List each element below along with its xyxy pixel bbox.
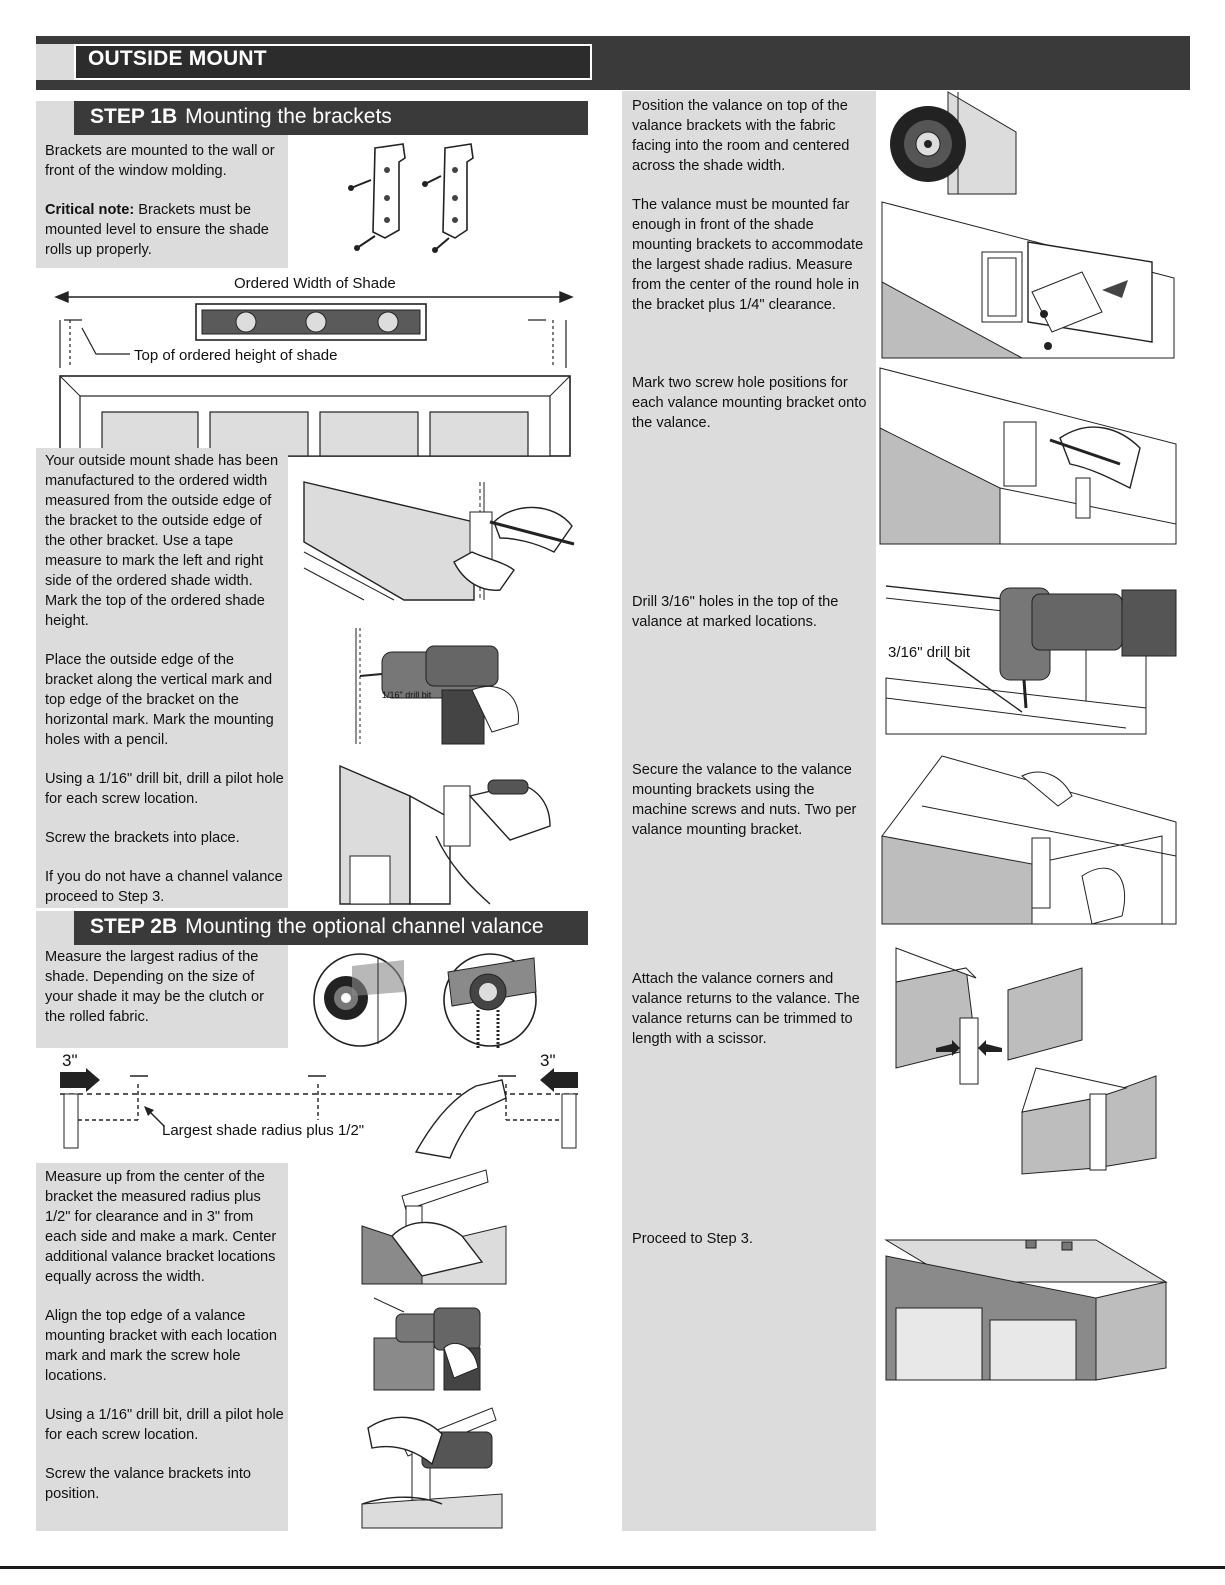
step-2b-header: STEP 2B Mounting the optional channel val… <box>36 911 588 945</box>
step-1b-instructions: Your outside mount shade has been manufa… <box>45 451 285 926</box>
valance-clearance-illustration <box>881 201 1175 359</box>
securing-valance-illustration <box>881 755 1177 925</box>
step-1b-header: STEP 1B Mounting the brackets <box>36 101 588 135</box>
valance-corners-and-returns-illustration <box>895 947 1157 1175</box>
left-distance-label: 3" <box>62 1051 78 1070</box>
step-1b-para-3: Using a 1/16" drill bit, drill a pilot h… <box>45 771 284 807</box>
drill-bit-label: 1/16" drill bit <box>382 690 432 700</box>
step-1b-para-1: Your outside mount shade has been manufa… <box>45 453 279 629</box>
step-1b-title: Mounting the brackets <box>185 105 392 128</box>
ordered-width-diagram <box>54 290 574 457</box>
right-instructions-panel <box>622 91 876 1531</box>
right-step-2: The valance must be mounted far enough i… <box>632 197 864 313</box>
critical-note-text: Brackets must be mounted level to ensure… <box>45 202 269 258</box>
step-1b-intro-panel <box>36 135 288 268</box>
step-2b-para-4: Screw the valance brackets into position… <box>45 1466 252 1502</box>
step-1b-instructions-panel <box>36 448 288 908</box>
shade-radius-illustration <box>313 953 537 1048</box>
step-1b-number: STEP 1B <box>90 105 178 128</box>
radius-clearance-label: Largest shade radius plus 1/2" <box>162 1122 365 1139</box>
critical-note-label: Critical note: <box>45 202 135 218</box>
step-1b-para-2: Place the outside edge of the bracket al… <box>45 652 274 748</box>
drilling-valance-bracket-illustration <box>373 1297 481 1391</box>
step-2b-intro: Measure the largest radius of the shade.… <box>45 949 265 1025</box>
step-2b-para-3: Using a 1/16" drill bit, drill a pilot h… <box>45 1407 284 1443</box>
drill-size-label: 3/16" drill bit <box>888 644 971 661</box>
step-2b-notch <box>36 911 74 945</box>
bottom-rule <box>0 1566 1225 1569</box>
right-step-5: Secure the valance to the valance mounti… <box>632 762 857 838</box>
step-1b-intro: Brackets are mounted to the wall or fron… <box>45 143 275 179</box>
valance-position-illustration <box>890 91 1017 195</box>
right-step-1: Position the valance on top of the valan… <box>632 98 850 174</box>
header-notch <box>36 44 74 80</box>
step-2b-title: Mounting the optional channel valance <box>185 915 544 938</box>
valance-bracket-spacing-diagram <box>60 1068 582 1159</box>
ordered-height-label: Top of ordered height of shade <box>134 347 338 364</box>
right-step-4: Drill 3/16" holes in the top of the vala… <box>632 594 839 630</box>
right-step-3: Mark two screw hole positions for each v… <box>632 375 867 431</box>
drilling-valance-illustration <box>885 585 1177 735</box>
step-2b-para-2: Align the top edge of a valance mounting… <box>45 1308 278 1384</box>
header-title-box <box>74 44 592 80</box>
step-1b-intro-text: Brackets are mounted to the wall or fron… <box>45 141 283 279</box>
step-1b-notch <box>36 101 74 135</box>
marking-valance-bracket-illustration <box>361 1169 507 1285</box>
screwing-valance-bracket-illustration <box>361 1407 503 1529</box>
completed-valance-illustration <box>884 1227 1173 1381</box>
step-2b-para-1: Measure up from the center of the bracke… <box>45 1169 277 1285</box>
step-2b-instructions: Measure up from the center of the bracke… <box>45 1167 285 1523</box>
page-title: OUTSIDE MOUNT <box>88 47 267 70</box>
step-1b-para-5: If you do not have a channel valance pro… <box>45 869 283 905</box>
brackets-and-screws-illustration <box>348 143 474 253</box>
marking-valance-screw-holes-illustration <box>879 367 1177 545</box>
drill-pilot-hole-illustration <box>355 628 519 745</box>
screwing-bracket-illustration <box>339 764 551 905</box>
marking-bracket-position-illustration <box>303 481 575 601</box>
step-2b-instructions-panel <box>36 1163 288 1531</box>
step-2b-number: STEP 2B <box>90 915 178 938</box>
step-1b-para-4: Screw the brackets into place. <box>45 830 240 846</box>
step-2b-intro-panel <box>36 945 288 1048</box>
right-distance-label: 3" <box>540 1051 556 1070</box>
right-step-6: Attach the valance corners and valance r… <box>632 971 860 1047</box>
right-step-7: Proceed to Step 3. <box>632 1231 753 1247</box>
ordered-width-label: Ordered Width of Shade <box>234 275 396 292</box>
